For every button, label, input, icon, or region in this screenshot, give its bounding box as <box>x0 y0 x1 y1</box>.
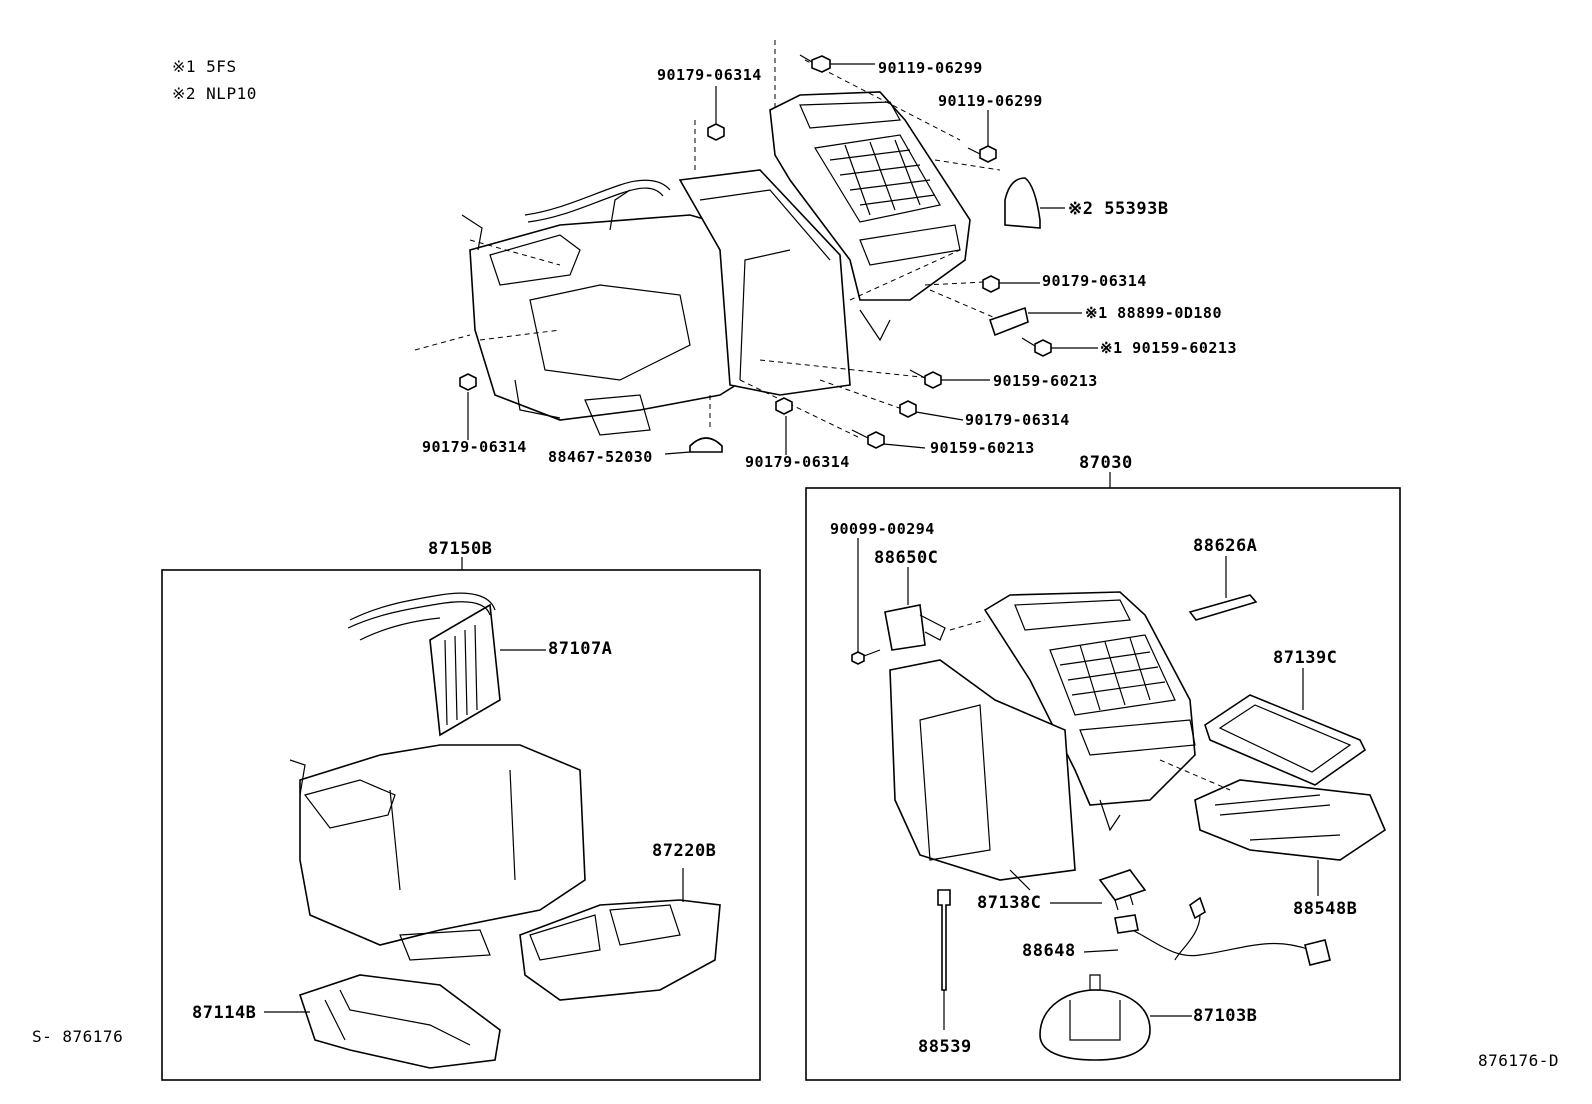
label-90099-00294: 90099-00294 <box>830 520 935 538</box>
label-87103b: 87103B <box>1193 1006 1257 1026</box>
bolt-90159-a <box>1034 339 1052 357</box>
label-88648: 88648 <box>1022 941 1076 961</box>
label-90159-60213-a: ※1 90159-60213 <box>1100 339 1237 357</box>
label-55393b: ※2 55393B <box>1068 199 1169 219</box>
label-88548b: 88548B <box>1293 899 1357 919</box>
hardware-group-top <box>459 54 1052 453</box>
blower-case-87030 <box>889 591 1196 891</box>
nut-90179-d <box>459 373 477 391</box>
label-87030: 87030 <box>1079 453 1133 473</box>
grommet-88467 <box>689 437 723 453</box>
label-90159-60213-c: 90159-60213 <box>930 439 1035 457</box>
label-88626a: 88626A <box>1193 536 1257 556</box>
duct-87220b <box>519 899 721 1001</box>
label-90159-60213-b: 90159-60213 <box>993 372 1098 390</box>
filter-cover-88548b <box>1194 779 1386 861</box>
blower-motor-87103b <box>1039 989 1151 1061</box>
label-87107a: 87107A <box>548 639 612 659</box>
footer-left-code: S- 876176 <box>32 1027 123 1046</box>
box-87150b <box>161 569 761 1081</box>
leaders-right <box>857 538 1319 1030</box>
label-90119-06299-b: 90119-06299 <box>938 92 1043 110</box>
bolt-90159-b <box>924 371 942 389</box>
heater-case-lower <box>289 744 586 961</box>
clamp-88626a <box>1188 594 1258 621</box>
leaders-top <box>467 63 1098 455</box>
label-87139c: 87139C <box>1273 648 1337 668</box>
box-87030 <box>805 487 1401 1081</box>
label-88539: 88539 <box>918 1037 972 1057</box>
screw-90099 <box>851 651 865 665</box>
nut-90179-a <box>707 123 725 141</box>
label-87150b: 87150B <box>428 539 492 559</box>
rod-88539 <box>937 889 951 991</box>
relay-88650c <box>884 604 926 651</box>
label-87220b: 87220B <box>652 841 716 861</box>
footer-right-code: 876176-D <box>1478 1051 1559 1070</box>
label-90179-06314-e: 90179-06314 <box>745 453 850 471</box>
filter-87139c <box>1204 694 1367 786</box>
note-1: ※1 5FS <box>172 57 237 76</box>
nut-90179-e <box>775 397 793 415</box>
label-88899-0d180: ※1 88899-0D180 <box>1085 304 1222 322</box>
label-90179-06314-b: 90179-06314 <box>1042 272 1147 290</box>
label-87138c: 87138C <box>977 893 1041 913</box>
label-88467-52030: 88467-52030 <box>548 448 653 466</box>
main-heater-assembly <box>414 40 1001 439</box>
label-90179-06314-a: 90179-06314 <box>657 66 762 84</box>
seal-55393b <box>1004 177 1041 229</box>
label-90179-06314-d: 90179-06314 <box>422 438 527 456</box>
bolt-90119-b <box>979 145 997 163</box>
sensor-87138c <box>1098 869 1147 901</box>
nut-90179-c <box>899 400 917 418</box>
right-box-small-parts <box>851 594 1386 1061</box>
cover-87114b <box>298 974 501 1069</box>
label-90179-06314-c: 90179-06314 <box>965 411 1070 429</box>
bolt-90119-a <box>811 55 831 73</box>
harness-88648 <box>1119 924 1311 957</box>
heater-core-87107a <box>347 592 501 737</box>
label-90119-06299-a: 90119-06299 <box>878 59 983 77</box>
label-87114b: 87114B <box>192 1003 256 1023</box>
label-88650c: 88650C <box>874 548 938 568</box>
nut-90179-b <box>982 275 1000 293</box>
note-2: ※2 NLP10 <box>172 84 257 103</box>
bracket-88899 <box>988 306 1029 337</box>
bolt-90159-c <box>867 431 885 449</box>
